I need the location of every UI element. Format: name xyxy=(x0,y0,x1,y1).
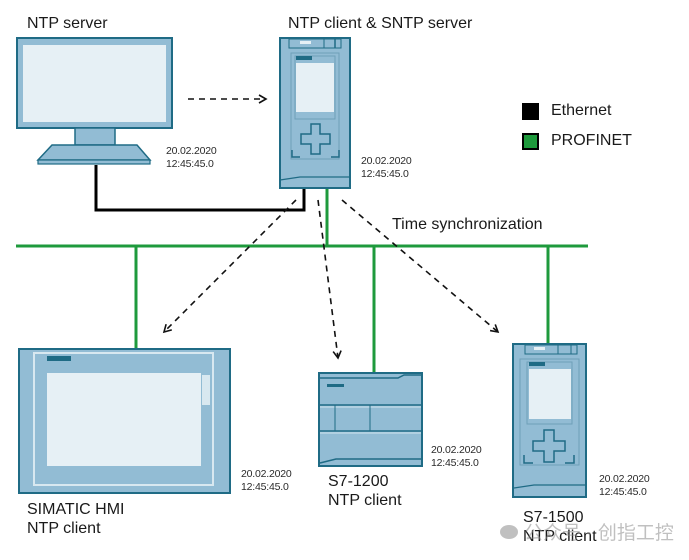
s7-1200-icon xyxy=(318,372,423,467)
hmi-panel-icon xyxy=(18,348,231,494)
watermark-text: 公众号 · 创指工控 xyxy=(524,523,674,544)
ntp-server-monitor-icon xyxy=(16,37,173,165)
legend-profinet-label: PROFINET xyxy=(551,132,632,149)
watermark: 公众号 · 创指工控 xyxy=(500,518,674,545)
legend-ethernet: Ethernet xyxy=(522,102,611,120)
s7-1500-label-line2: NTP client xyxy=(523,528,597,545)
s7-1200-label-line2: NTP client xyxy=(328,492,402,509)
hmi-label-line1: SIMATIC HMI xyxy=(27,501,125,518)
sync-arrow-to-s7-1200 xyxy=(317,199,342,360)
ntp-server-timestamp: 20.02.2020 12:45:45.0 xyxy=(166,145,217,171)
sntp-server-time: 12:45:45.0 xyxy=(361,168,409,180)
sync-arrow-to-s7-1500 xyxy=(341,199,500,334)
legend-ethernet-label: Ethernet xyxy=(551,102,612,119)
hmi-time: 12:45:45.0 xyxy=(241,481,289,493)
sntp-server-date: 20.02.2020 xyxy=(361,155,412,167)
s7-1500-date: 20.02.2020 xyxy=(599,473,650,485)
s7-1500-timestamp: 20.02.2020 12:45:45.0 xyxy=(599,473,650,499)
s7-1200-date: 20.02.2020 xyxy=(431,444,482,456)
legend-profinet: PROFINET xyxy=(522,132,632,150)
bus-label: Time synchronization xyxy=(392,216,543,233)
sntp-server-cpu-icon xyxy=(279,37,351,189)
hmi-label: SIMATIC HMI NTP client xyxy=(27,500,124,538)
ntp-server-time: 12:45:45.0 xyxy=(166,158,214,170)
legend-profinet-swatch xyxy=(522,132,539,150)
s7-1200-label-line1: S7-1200 xyxy=(328,473,389,490)
s7-1500-time: 12:45:45.0 xyxy=(599,486,647,498)
legend-ethernet-swatch xyxy=(522,102,539,120)
hmi-label-line2: NTP client xyxy=(27,520,101,537)
s7-1200-timestamp: 20.02.2020 12:45:45.0 xyxy=(431,444,482,470)
s7-1200-time: 12:45:45.0 xyxy=(431,457,479,469)
ethernet-link xyxy=(94,165,306,212)
sntp-server-label: NTP client & SNTP server xyxy=(288,15,473,32)
wechat-icon xyxy=(500,524,518,539)
hmi-date: 20.02.2020 xyxy=(241,468,292,480)
s7-1500-label-line1: S7-1500 xyxy=(523,509,584,526)
sync-arrow-to-hmi xyxy=(162,199,297,334)
s7-1500-icon xyxy=(512,343,587,498)
ntp-server-date: 20.02.2020 xyxy=(166,145,217,157)
hmi-timestamp: 20.02.2020 12:45:45.0 xyxy=(241,468,292,494)
ntp-server-label: NTP server xyxy=(27,15,108,32)
s7-1200-label: S7-1200 NTP client xyxy=(328,472,402,510)
sntp-server-timestamp: 20.02.2020 12:45:45.0 xyxy=(361,155,412,181)
s7-1500-label: S7-1500 NTP client xyxy=(523,508,597,546)
